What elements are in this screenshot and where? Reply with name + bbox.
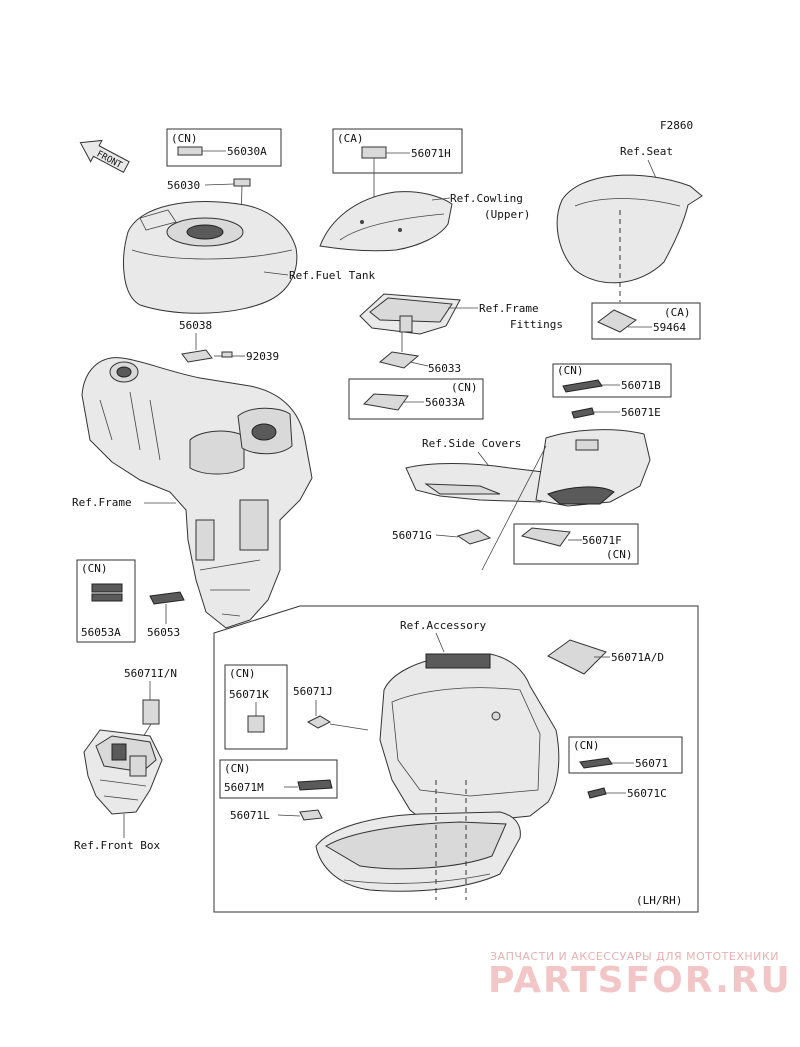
decal-56033 [378, 351, 420, 369]
front-arrow-icon: FRONT [79, 139, 130, 173]
watermark-subtitle: ЗАПЧАСТИ И АКСЕССУАРЫ ДЛЯ МОТОТЕХНИКИ [490, 950, 779, 963]
ca-label: (CA) [337, 132, 364, 145]
cn-label: (CN) [451, 381, 478, 394]
part-56038[interactable]: 56038 [179, 319, 212, 332]
rivet-92039 [221, 351, 233, 358]
decal-56053A-2 [91, 593, 123, 602]
decal-56071F [520, 527, 571, 547]
decal-56053 [149, 591, 185, 605]
decal-56071L [299, 809, 323, 821]
ref-front-box: Ref.Front Box [74, 839, 160, 852]
decal-56071K [247, 715, 265, 733]
decal-56071H [361, 146, 387, 159]
ref-cowling: Ref.Cowling [450, 192, 523, 205]
decal-56038 [181, 349, 213, 363]
watermark-brand: PARTSFOR.RU [488, 960, 792, 1001]
ref-frame-fittings: Ref.Frame [479, 302, 539, 315]
ref-cowling-upper: (Upper) [484, 208, 530, 221]
ca-box-56071H [332, 128, 463, 174]
part-92039[interactable]: 92039 [246, 350, 279, 363]
part-59464[interactable]: 59464 [653, 321, 686, 334]
seat [556, 174, 703, 284]
decal-56053A [91, 583, 123, 593]
frame-fittings [359, 293, 461, 335]
cn-box-56071B [552, 363, 672, 398]
cn-label: (CN) [171, 132, 198, 145]
part-56071L[interactable]: 56071L [230, 809, 270, 822]
decal-56033A [362, 393, 409, 411]
part-56030A[interactable]: 56030A [227, 145, 267, 158]
decal-56071IN [142, 699, 160, 725]
decal-56030 [233, 178, 251, 187]
cn-label: (CN) [229, 667, 256, 680]
part-56071AD[interactable]: 56071A/D [611, 651, 664, 664]
figure-code: F2860 [660, 119, 693, 132]
part-56071H[interactable]: 56071H [411, 147, 451, 160]
decal-56071G [456, 529, 492, 545]
decal-56071 [579, 757, 613, 769]
cn-label: (CN) [557, 364, 584, 377]
part-56030[interactable]: 56030 [167, 179, 200, 192]
front-box [83, 729, 163, 815]
decal-56071E [571, 407, 595, 419]
part-56053A[interactable]: 56053A [81, 626, 121, 639]
side-covers [405, 429, 651, 507]
part-56071[interactable]: 56071 [635, 757, 668, 770]
fuel-tank [123, 201, 298, 314]
part-56053[interactable]: 56053 [147, 626, 180, 639]
part-56071K[interactable]: 56071K [229, 688, 269, 701]
decal-56071B [562, 379, 603, 393]
cowling-upper [319, 191, 453, 252]
cn-label: (CN) [606, 548, 633, 561]
part-56071C[interactable]: 56071C [627, 787, 667, 800]
cn-label: (CN) [81, 562, 108, 575]
part-56071M[interactable]: 56071M [224, 781, 264, 794]
decal-59464 [597, 309, 637, 333]
ref-side-covers: Ref.Side Covers [422, 437, 521, 450]
ref-frame-fittings-2: Fittings [510, 318, 563, 331]
cn-label: (CN) [573, 739, 600, 752]
lhrh-label: (LH/RH) [636, 894, 682, 907]
cn-box-56071M [219, 759, 338, 799]
part-56071J[interactable]: 56071J [293, 685, 333, 698]
decal-56071M [297, 779, 333, 791]
ref-fuel-tank: Ref.Fuel Tank [289, 269, 375, 282]
decal-56071J [306, 715, 332, 729]
cn-label: (CN) [224, 762, 251, 775]
decal-56030A [177, 146, 203, 156]
top-case [315, 653, 560, 900]
part-56071IN[interactable]: 56071I/N [124, 667, 177, 680]
part-56071G[interactable]: 56071G [392, 529, 432, 542]
part-56071E[interactable]: 56071E [621, 406, 661, 419]
decal-56071C [587, 787, 607, 799]
part-56033[interactable]: 56033 [428, 362, 461, 375]
ca-label: (CA) [664, 306, 691, 319]
decal-56071AD [547, 639, 607, 675]
main-frame [81, 357, 313, 629]
ref-frame: Ref.Frame [72, 496, 132, 509]
ref-accessory: Ref.Accessory [400, 619, 486, 632]
ref-seat: Ref.Seat [620, 145, 673, 158]
part-56033A[interactable]: 56033A [425, 396, 465, 409]
part-56071F[interactable]: 56071F [582, 534, 622, 547]
part-56071B[interactable]: 56071B [621, 379, 661, 392]
